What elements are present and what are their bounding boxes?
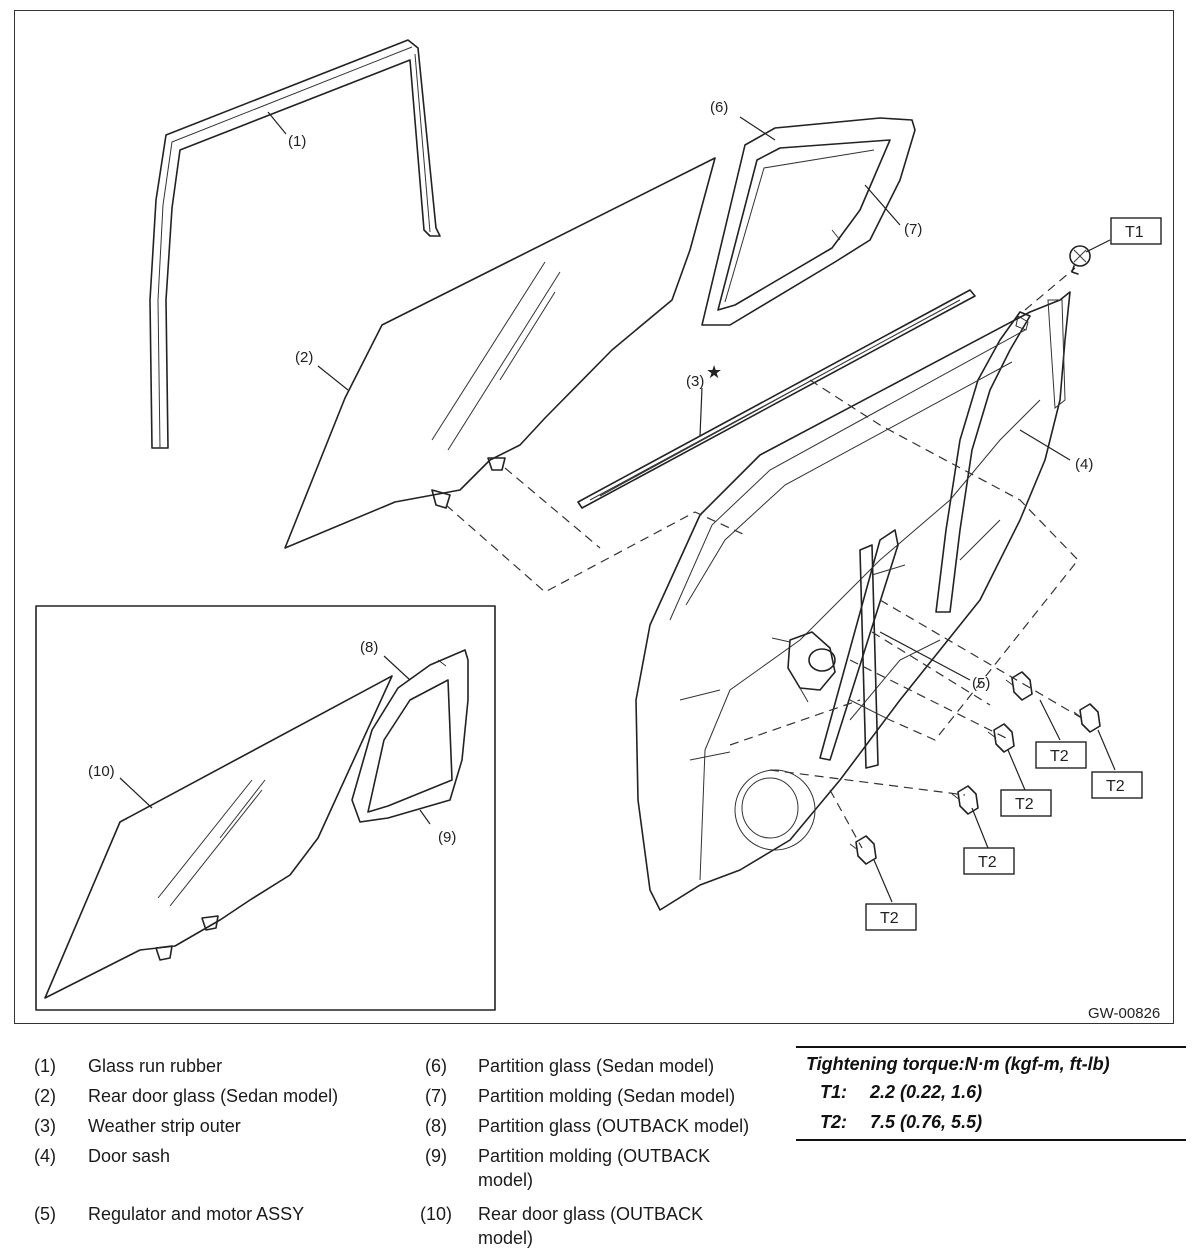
diagram-frame — [14, 10, 1174, 1024]
star-mark: ★ — [706, 362, 722, 382]
torque-tag-t1: T1 — [1110, 217, 1162, 245]
callout-8: (8) — [360, 639, 378, 656]
callout-2: (2) — [295, 349, 313, 366]
exploded-diagram: (1) (2) (3) ★ (4) (5) (6) (7) (8) (9) (1… — [35, 39, 1162, 1022]
rear-door-glass-sedan — [284, 157, 716, 549]
leader-lines — [119, 111, 1116, 903]
bolt-t1 — [1069, 245, 1091, 275]
torque-tag-t2-1: T2 — [1035, 741, 1087, 769]
tightening-torque-table: Tightening torque:N·m (kgf-m, ft-lb) T1:… — [796, 1046, 1186, 1141]
torque-row-t2: T2:7.5 (0.76, 5.5) — [820, 1112, 983, 1132]
svg-text:T2: T2 — [880, 910, 899, 927]
svg-text:T2: T2 — [1015, 796, 1034, 813]
outback-inset — [35, 605, 496, 1011]
torque-tag-t2-3: T2 — [1000, 789, 1052, 817]
bolt-t2-c — [987, 723, 1015, 753]
callout-5: (5) — [972, 675, 990, 692]
callout-1: (1) — [288, 133, 306, 150]
alignment-lines — [445, 267, 1086, 849]
svg-text:T1: T1 — [1125, 224, 1144, 241]
callout-4: (4) — [1075, 456, 1093, 473]
callout-10: (10) — [88, 763, 115, 780]
callout-7: (7) — [904, 221, 922, 238]
door-sash — [935, 311, 1031, 613]
callout-3: (3) — [686, 373, 704, 390]
torque-row-t1: T1:2.2 (0.22, 1.6) — [820, 1082, 983, 1102]
torque-tag-t2-2: T2 — [1091, 771, 1143, 799]
callout-6: (6) — [710, 99, 728, 116]
svg-text:T2: T2 — [1106, 778, 1125, 795]
partition-glass-sedan — [701, 117, 916, 326]
parts-legend: (1)Glass run rubber (2)Rear door glass (… — [34, 1056, 750, 1248]
door-panel — [635, 291, 1071, 911]
torque-tag-t2-5: T2 — [865, 903, 917, 931]
glass-run-rubber — [149, 39, 441, 449]
callout-9: (9) — [438, 829, 456, 846]
bolt-t2-b — [1073, 703, 1101, 733]
weather-strip-outer — [577, 289, 976, 509]
figure-code: GW-00826 — [1088, 1005, 1160, 1022]
bolt-t2-a — [1005, 671, 1033, 701]
bolt-t2-d — [951, 785, 979, 815]
svg-text:T2: T2 — [978, 854, 997, 871]
table-rule-top — [796, 1046, 1186, 1048]
bolt-t2-e — [849, 835, 877, 865]
table-rule-bottom — [796, 1139, 1186, 1141]
torque-header: Tightening torque:N·m (kgf-m, ft-lb) — [806, 1054, 1110, 1074]
regulator-motor-assy — [771, 529, 906, 769]
svg-text:T2: T2 — [1050, 748, 1069, 765]
torque-tag-t2-4: T2 — [963, 847, 1015, 875]
